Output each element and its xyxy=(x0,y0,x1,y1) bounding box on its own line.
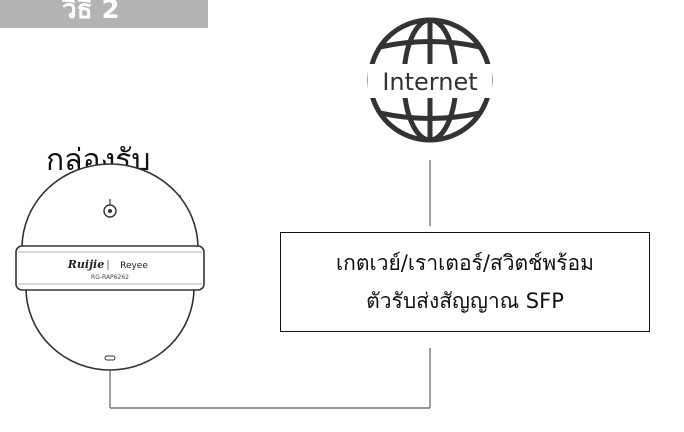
internet-label-bg xyxy=(368,64,492,98)
gateway-line-1: เกตเวย์/เราเตอร์/สวิตช์พร้อม xyxy=(336,251,594,275)
method-label: วิธี 2 xyxy=(62,0,120,25)
gateway-line-2: ตัวรับส่งสัญญาณ SFP xyxy=(366,289,564,313)
device-brand: Ruijie xyxy=(67,258,104,271)
access-point-illustration xyxy=(15,163,205,371)
method-tab: วิธี 2 xyxy=(0,0,208,28)
internet-globe-icon xyxy=(367,17,493,143)
gateway-box: เกตเวย์/เราเตอร์/สวิตช์พร้อม ตัวรับส่งสั… xyxy=(280,232,650,332)
device-model: RG-RAP6262 xyxy=(91,274,129,281)
device-sub-brand: Reyee xyxy=(120,261,148,271)
internet-label: Internet xyxy=(382,68,477,96)
